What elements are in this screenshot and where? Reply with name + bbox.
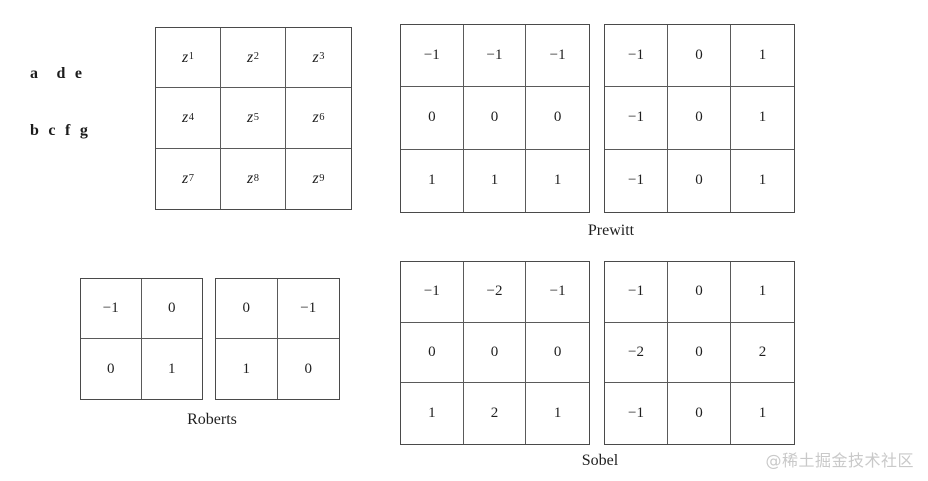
- matrix-cell: −1: [401, 262, 464, 323]
- matrix-cell: 1: [216, 339, 278, 399]
- matrix-cell: −2: [463, 262, 527, 323]
- matrix-cell: 1: [464, 149, 527, 212]
- cell-base: z: [247, 48, 254, 66]
- matrix-cell: 0: [81, 339, 142, 399]
- matrix-cell: 0: [141, 279, 202, 339]
- cell-subscript: 6: [319, 111, 325, 123]
- cell-base: z: [182, 169, 189, 187]
- cell-base: z: [312, 48, 319, 66]
- caption-roberts: Roberts: [187, 411, 237, 428]
- matrix-sobel-gy: −1 0 1 −2 0 2 −1 0 1: [604, 261, 795, 445]
- cell-base: z: [312, 169, 319, 187]
- part-letters: a d e b c f g: [30, 26, 88, 178]
- cell-subscript: 1: [188, 51, 194, 63]
- matrix-cell: 1: [758, 172, 767, 189]
- matrix-cell: 0: [668, 262, 731, 323]
- watermark: @稀土掘金技术社区: [765, 451, 914, 470]
- matrix-cell: 0: [216, 279, 278, 339]
- matrix-cell: 0: [668, 322, 731, 384]
- matrix-cell: 0: [463, 322, 527, 384]
- matrix-cell: −1: [605, 262, 668, 323]
- matrix-cell: −1: [277, 279, 339, 339]
- matrix-cell: 0: [668, 149, 731, 212]
- cell-base: z: [312, 108, 319, 126]
- matrix-cell: −1: [526, 25, 589, 88]
- matrix-cell: −1: [605, 383, 668, 444]
- matrix-cell: 1: [731, 87, 794, 150]
- matrix-cell: −1: [463, 25, 527, 88]
- caption-sobel: Sobel: [581, 452, 619, 469]
- matrix-cell: 1: [401, 149, 464, 212]
- matrix-roberts-gx: −1 0 0 1: [80, 278, 203, 400]
- matrix-cell: 0: [668, 87, 731, 150]
- matrix-prewitt-gx: −1 −1 −1 0 0 0 1 1 1: [400, 24, 590, 213]
- cell-subscript: 8: [253, 172, 259, 184]
- cell-subscript: 5: [253, 111, 259, 123]
- matrix-cell: 0: [668, 25, 731, 88]
- cell-subscript: 9: [319, 172, 325, 184]
- matrix-prewitt-gy: −1 0 1 −1 0 1 −1 0 1: [604, 24, 795, 213]
- matrix-cell: −1: [605, 149, 668, 212]
- matrix-cell: 1: [731, 25, 794, 88]
- caption-prewitt: Prewitt: [587, 222, 635, 239]
- matrix-cell: 2: [464, 383, 527, 444]
- matrix-cell: 0: [668, 383, 731, 444]
- matrix-cell: 0: [304, 360, 313, 377]
- matrix-cell: 2: [731, 323, 794, 384]
- matrix-cell: 1: [168, 360, 176, 377]
- matrix-cell: 1: [553, 172, 562, 189]
- cell-subscript: 2: [253, 51, 259, 63]
- cell-subscript: 7: [188, 172, 194, 184]
- cell-subscript: 3: [319, 51, 325, 63]
- matrix-cell: 0: [463, 87, 527, 150]
- matrix-cell: −1: [605, 87, 668, 150]
- matrix-cell: 1: [553, 405, 562, 422]
- matrix-cell: 0: [526, 87, 589, 150]
- matrix-cell: 1: [401, 383, 464, 444]
- matrix-cell: 0: [526, 323, 589, 384]
- matrix-cell: −2: [605, 322, 668, 384]
- matrix-cell: −1: [526, 262, 589, 323]
- cell-base: z: [182, 48, 189, 66]
- matrix-sobel-gx: −1 −2 −1 0 0 0 1 2 1: [400, 261, 590, 445]
- matrix-cell: −1: [81, 279, 142, 339]
- cell-base: z: [247, 108, 254, 126]
- matrix-cell: 0: [401, 322, 464, 384]
- matrix-cell: 1: [758, 405, 767, 422]
- matrix-cell: −1: [605, 25, 668, 88]
- part-letters-row-2: b c f g: [30, 122, 89, 139]
- part-letters-row-1: a d e: [30, 65, 83, 82]
- cell-subscript: 4: [188, 111, 194, 123]
- matrix-cell: 1: [731, 262, 794, 323]
- matrix-cell: −1: [401, 25, 464, 88]
- matrix-roberts-gy: 0 −1 1 0: [215, 278, 340, 400]
- cell-base: z: [182, 108, 189, 126]
- cell-base: z: [247, 169, 254, 187]
- matrix-cell: 0: [401, 87, 464, 150]
